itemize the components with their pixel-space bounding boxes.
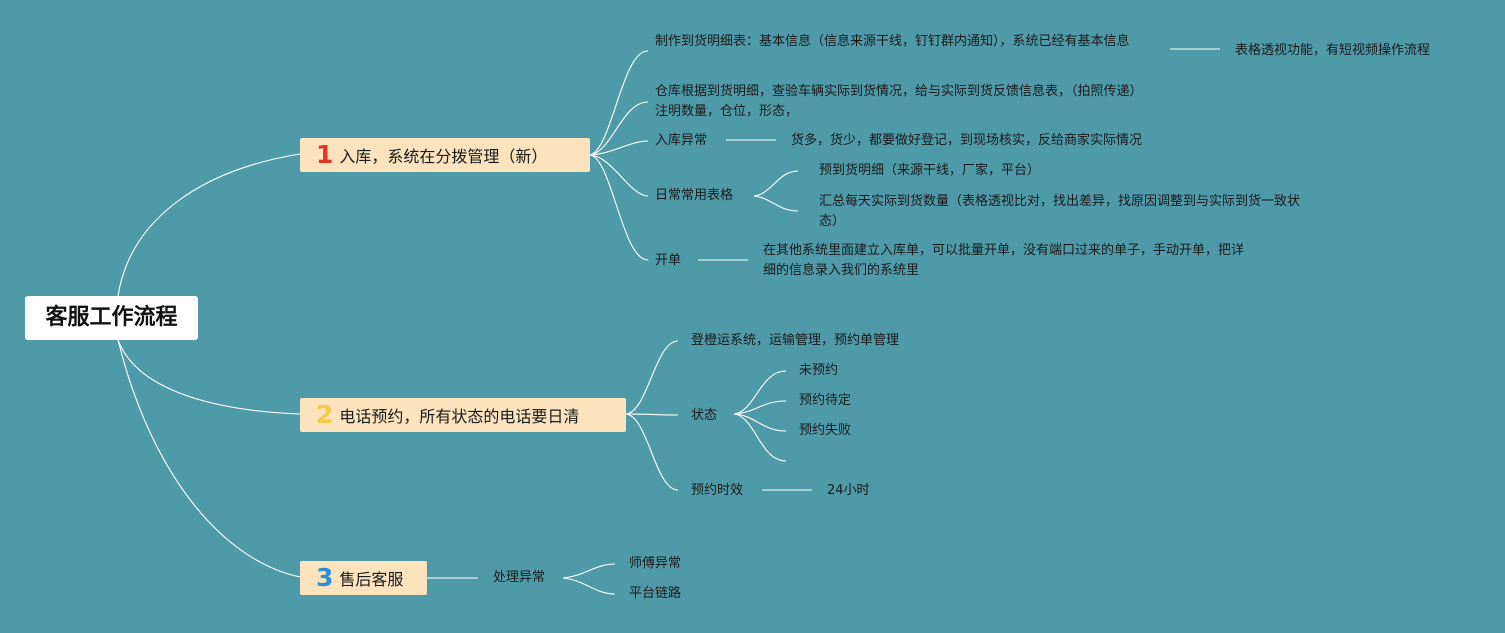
number-1-badge-icon: 1 xyxy=(316,140,334,169)
branch-2-status-item-3[interactable]: 预约失败 xyxy=(799,423,852,438)
root-node[interactable]: 客服工作流程 xyxy=(25,296,198,340)
branch-2-label: 电话预约，所有状态的电话要日清 xyxy=(339,407,580,426)
branch-1-child-5[interactable]: 开单 xyxy=(655,253,682,268)
branch-1-child-4-item-1[interactable]: 预到货明细（来源干线，厂家，平台） xyxy=(819,163,1041,178)
branch-3-item-2[interactable]: 平台链路 xyxy=(629,586,682,601)
branch-1-child-1-note[interactable]: 表格透视功能，有短视频操作流程 xyxy=(1235,43,1431,58)
number-2-badge-icon: 2 xyxy=(316,400,334,429)
branch-1-label: 入库，系统在分拨管理（新） xyxy=(339,147,548,166)
branch-1-child-4-item-2[interactable]: 汇总每天实际到货数量（表格透视比对，找出差异，找原因调整到与实际到货一致状态） xyxy=(819,194,1301,229)
branch-2-status-item-2[interactable]: 预约待定 xyxy=(799,393,852,408)
branch-3-label: 售后客服 xyxy=(339,570,404,589)
branch-1-child-1[interactable]: 制作到货明细表：基本信息（信息来源干线，钉钉群内通知），系统已经有基本信息 xyxy=(655,34,1130,49)
branch-3-child-1[interactable]: 处理异常 xyxy=(493,570,546,585)
branch-1-node[interactable]: 1 入库，系统在分拨管理（新） xyxy=(300,138,590,172)
branch-2-node[interactable]: 2 电话预约，所有状态的电话要日清 xyxy=(300,398,626,432)
branch-3-node[interactable]: 3 售后客服 xyxy=(300,561,427,595)
branch-2-child-1[interactable]: 登橙运系统，运输管理，预约单管理 xyxy=(691,333,900,348)
number-3-badge-icon: 3 xyxy=(316,563,334,592)
branch-1-child-2[interactable]: 仓库根据到货明细，查验车辆实际到货情况，给与实际到货反馈信息表，（拍照传递）注明… xyxy=(655,84,1143,119)
branch-2-child-2[interactable]: 状态 xyxy=(691,408,718,423)
branch-3-item-1[interactable]: 师傅异常 xyxy=(629,556,682,571)
branch-1-child-3-note[interactable]: 货多，货少，都要做好登记，到现场核实，反给商家实际情况 xyxy=(791,133,1143,148)
branch-1-child-4[interactable]: 日常常用表格 xyxy=(655,188,734,203)
branch-1-child-5-note[interactable]: 在其他系统里面建立入库单，可以批量开单，没有端口过来的单子，手动开单，把详细的信… xyxy=(763,243,1245,278)
branch-2-child-3-note[interactable]: 24小时 xyxy=(827,483,870,498)
branch-2-status-item-1[interactable]: 未预约 xyxy=(799,363,839,378)
branch-1-child-3[interactable]: 入库异常 xyxy=(655,133,708,148)
branch-2-child-3[interactable]: 预约时效 xyxy=(691,483,744,498)
